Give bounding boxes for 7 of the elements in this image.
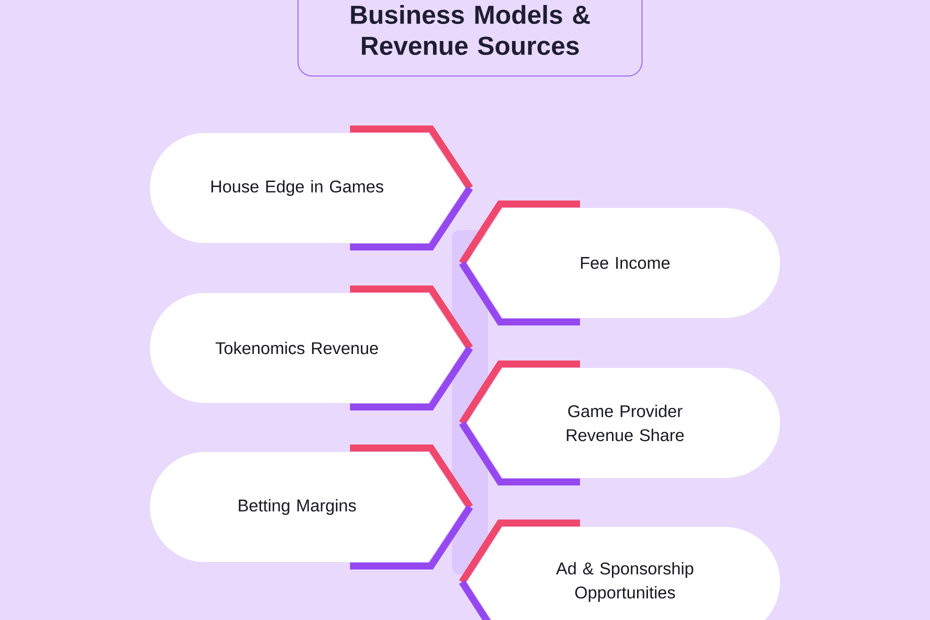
chevron-box: Tokenomics Revenue — [150, 286, 473, 410]
chevron-box: House Edge in Games — [150, 125, 473, 250]
chevron-box: Betting Margins — [150, 444, 473, 570]
chevron-box: Fee Income — [459, 200, 780, 326]
chevron-box: Ad & Sponsorship Opportunities — [459, 519, 780, 620]
title: Business Models & Revenue Sources — [351, 4, 590, 56]
chevron-box: Game Provider Revenue Share — [459, 360, 780, 486]
